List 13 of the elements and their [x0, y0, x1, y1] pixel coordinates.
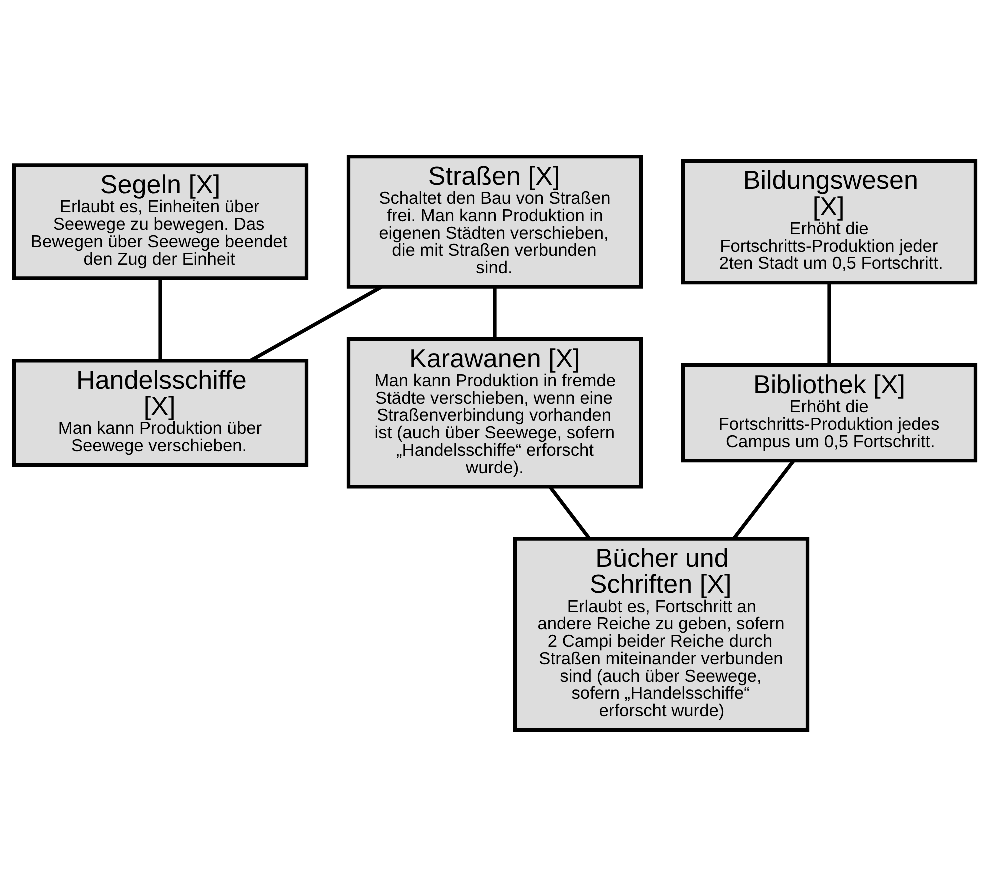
- connector: [828, 282, 832, 365]
- connector: [493, 287, 497, 339]
- node-box: Bücher und Schriften [X] Erlaubt es, Fortschritt an andere Reiche zu geben, sofern 2 Campi beider Reiche durch Straßen miteinander verbunden sind (auch über Seewege, sofern „Handelsschiffe“ erforscht wurde): [513, 537, 810, 732]
- connector: [250, 286, 383, 362]
- node-box: Bibliothek [X] Erhöht die Fortschritts-Produktion jedes Campus um 0,5 Fortschritt.: [681, 364, 978, 463]
- connector: [549, 486, 592, 540]
- node-box: Segeln [X] Erlaubt es, Einheiten über Seewege zu bewegen. Das Bewegen über Seewege beendet den Zug der Einheit: [12, 164, 309, 280]
- node-box: Handelsschiffe [X] Man kann Produktion über Seewege verschieben.: [12, 359, 309, 468]
- node-box: Karawanen [X] Man kann Produktion in fremde Städte verschieben, wenn eine Straßenverbindung vorhanden ist (auch über Seewege, sofern „Handelsschiffe“ erforscht wurde).: [346, 337, 644, 489]
- connector: [158, 278, 162, 360]
- node-box: Bildungswesen [X] Erhöht die Fortschritts-Produktion jeder 2ten Stadt um 0,5 Fortschritt.: [681, 159, 978, 285]
- connector: [732, 460, 796, 540]
- node-box: Straßen [X] Schaltet den Bau von Straßen frei. Man kann Produktion in eigenen Städten verschieben, die mit Straßen verbunden sind.: [346, 154, 644, 289]
